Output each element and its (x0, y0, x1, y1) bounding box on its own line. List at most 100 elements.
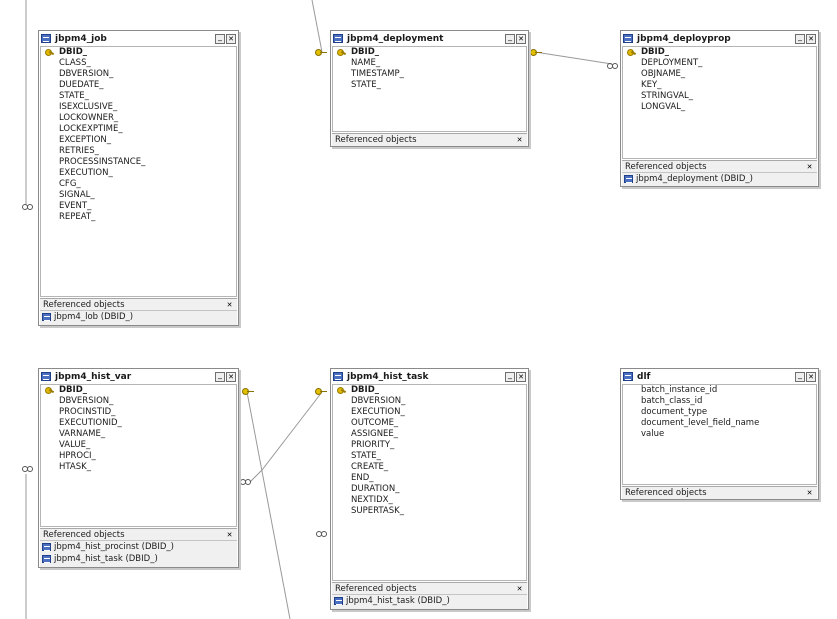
key-connector-icon (242, 388, 254, 395)
table-jbpm4-job[interactable]: jbpm4_job DBID_ CLASS_ DBVERSION_ DUEDAT… (38, 30, 239, 326)
relationship-line-histvar-down[interactable] (246, 391, 291, 619)
close-icon[interactable] (516, 371, 526, 382)
referenced-object-item[interactable]: jbpm4_hist_procinst (DBID_) (40, 541, 237, 553)
close-icon[interactable] (805, 162, 814, 171)
table-jbpm4-deployment[interactable]: jbpm4_deployment DBID_ NAME_ TIMESTAMP_ … (330, 30, 529, 147)
field-row[interactable]: EXECUTION_ (351, 407, 405, 417)
field-row[interactable]: DBID_ (623, 47, 816, 58)
close-icon[interactable] (226, 371, 236, 382)
field-row[interactable]: KEY_ (641, 80, 662, 90)
minimize-icon[interactable] (795, 33, 805, 44)
field-row[interactable]: EXECUTIONID_ (59, 418, 122, 428)
field-row[interactable]: EXCEPTION_ (59, 135, 112, 145)
minimize-icon[interactable] (215, 371, 225, 382)
field-row[interactable]: OUTCOME_ (351, 418, 399, 428)
referenced-objects-panel: Referenced objects jbpm4_deployment (DBI… (622, 160, 817, 186)
field-row[interactable]: ASSIGNEE_ (351, 429, 399, 439)
close-icon[interactable] (225, 300, 234, 309)
field-row[interactable]: VARNAME_ (59, 429, 106, 439)
table-jbpm4-hist-task[interactable]: jbpm4_hist_task DBID_ DBVERSION_ EXECUTI… (330, 368, 529, 610)
field-row[interactable]: DUEDATE_ (59, 80, 104, 90)
field-row[interactable]: NAME_ (351, 58, 381, 68)
minimize-icon[interactable] (215, 33, 225, 44)
referenced-objects-label: Referenced objects (43, 529, 125, 540)
close-icon[interactable] (226, 33, 236, 44)
field-row[interactable]: SIGNAL_ (59, 190, 95, 200)
field-row[interactable]: ISEXCLUSIVE_ (59, 102, 118, 112)
field-row[interactable]: CFG_ (59, 179, 81, 189)
table-icon (42, 313, 51, 321)
close-icon[interactable] (225, 530, 234, 539)
field-row[interactable]: DBID_ (41, 47, 236, 58)
key-connector-icon (315, 388, 327, 395)
field-row[interactable]: RETRIES_ (59, 146, 99, 156)
close-icon[interactable] (805, 489, 814, 498)
table-icon (42, 555, 51, 563)
close-icon[interactable] (515, 584, 524, 593)
field-row[interactable]: CLASS_ (59, 58, 91, 68)
field-row[interactable]: VALUE_ (59, 440, 91, 450)
table-icon (333, 372, 343, 381)
field-row[interactable]: DEPLOYMENT_ (641, 58, 703, 68)
field-row[interactable]: OBJNAME_ (641, 69, 686, 79)
field-list: DBID_ NAME_ TIMESTAMP_ STATE_ (332, 46, 527, 132)
table-jbpm4-deployprop[interactable]: jbpm4_deployprop DBID_ DEPLOYMENT_ OBJNA… (620, 30, 819, 187)
field-row[interactable]: PRIORITY_ (351, 440, 395, 450)
close-icon[interactable] (806, 33, 816, 44)
close-icon[interactable] (516, 33, 526, 44)
field-row[interactable]: PROCESSINSTANCE_ (59, 157, 146, 167)
minimize-icon[interactable] (795, 371, 805, 382)
referenced-object-item[interactable]: jbpm4_hist_task (DBID_) (332, 595, 527, 607)
field-row[interactable]: LOCKEXPTIME_ (59, 124, 123, 134)
field-row[interactable]: document_type (641, 407, 708, 417)
relationship-line-deployment-deployprop[interactable] (534, 51, 613, 65)
field-row[interactable]: EXECUTION_ (59, 168, 113, 178)
field-row[interactable]: NEXTIDX_ (351, 495, 393, 505)
referenced-object-item[interactable]: jbpm4_deployment (DBID_) (622, 173, 817, 185)
referenced-object-item[interactable]: jbpm4_lob (DBID_) (40, 311, 237, 323)
field-row[interactable]: DBVERSION_ (59, 396, 114, 406)
field-row[interactable]: STATE_ (351, 451, 381, 461)
table-header[interactable]: jbpm4_hist_var (39, 369, 238, 384)
field-row[interactable]: STATE_ (351, 80, 381, 90)
close-icon[interactable] (515, 136, 524, 145)
field-row[interactable]: SUPERTASK_ (351, 506, 404, 516)
field-row[interactable]: LONGVAL_ (641, 102, 686, 112)
table-header[interactable]: jbpm4_deployprop (621, 31, 818, 46)
table-header[interactable]: dlf (621, 369, 818, 384)
table-header[interactable]: jbpm4_hist_task (331, 369, 528, 384)
relationship-line-deployment-top[interactable] (311, 0, 323, 53)
referenced-objects-label: Referenced objects (43, 299, 125, 310)
field-row[interactable]: DBID_ (333, 385, 526, 396)
field-row[interactable]: DURATION_ (351, 484, 400, 494)
field-row[interactable]: HPROCI_ (59, 451, 96, 461)
table-header[interactable]: jbpm4_deployment (331, 31, 528, 46)
field-row[interactable]: END_ (351, 473, 374, 483)
field-row[interactable]: PROCINSTID_ (59, 407, 116, 417)
minimize-icon[interactable] (505, 371, 515, 382)
table-dlf[interactable]: dlf batch_instance_id batch_class_id doc… (620, 368, 819, 500)
field-row[interactable]: DBVERSION_ (59, 69, 114, 79)
referenced-object-item[interactable]: jbpm4_hist_task (DBID_) (40, 553, 237, 565)
field-row[interactable]: CREATE_ (351, 462, 389, 472)
table-header[interactable]: jbpm4_job (39, 31, 238, 46)
field-row[interactable]: LOCKOWNER_ (59, 113, 119, 123)
field-row[interactable]: EVENT_ (59, 201, 92, 211)
field-row[interactable]: STRINGVAL_ (641, 91, 694, 101)
field-row[interactable]: REPEAT_ (59, 212, 96, 222)
field-row[interactable]: DBVERSION_ (351, 396, 406, 406)
minimize-icon[interactable] (505, 33, 515, 44)
field-row[interactable]: batch_instance_id (641, 385, 718, 395)
field-row[interactable]: STATE_ (59, 91, 89, 101)
field-row[interactable]: TIMESTAMP_ (351, 69, 404, 79)
field-row[interactable]: HTASK_ (59, 462, 91, 472)
field-row[interactable]: document_level_field_name (641, 418, 760, 428)
field-row[interactable]: DBID_ (41, 385, 236, 396)
field-row[interactable]: value (641, 429, 665, 439)
close-icon[interactable] (806, 371, 816, 382)
table-jbpm4-hist-var[interactable]: jbpm4_hist_var DBID_ DBVERSION_ PROCINST… (38, 368, 239, 568)
relationship-line-histvar-histtask[interactable] (249, 391, 323, 483)
field-row[interactable]: batch_class_id (641, 396, 703, 406)
field-row[interactable]: DBID_ (333, 47, 526, 58)
